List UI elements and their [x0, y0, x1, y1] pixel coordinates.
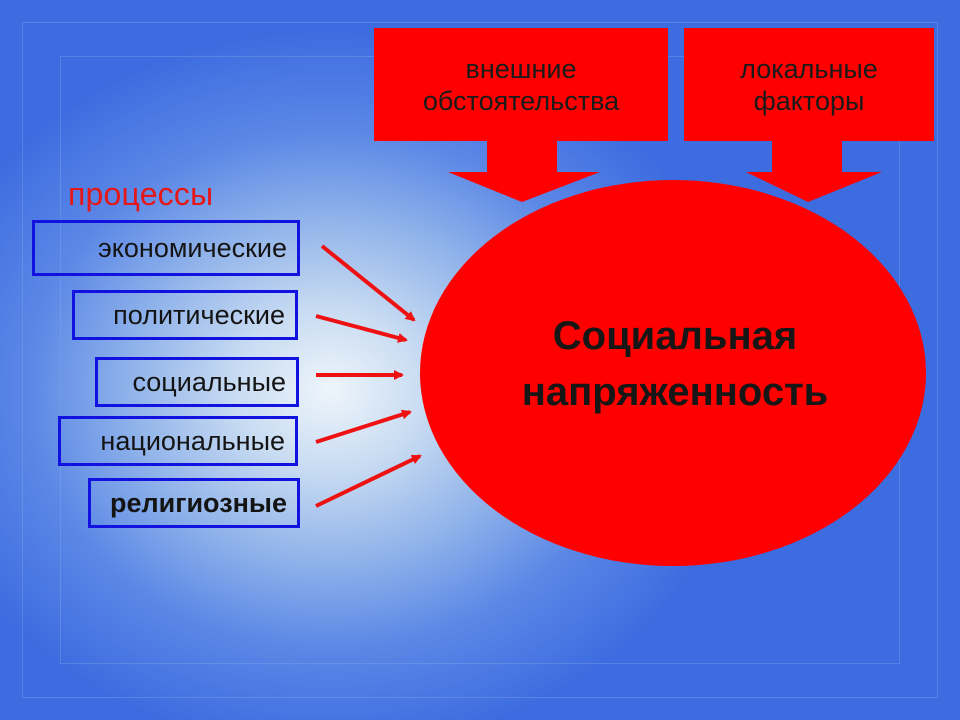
process-label-economic: экономические: [98, 232, 287, 263]
arrow-national: [315, 409, 412, 444]
central-ellipse: [420, 180, 926, 566]
process-box-economic: экономические: [32, 220, 300, 276]
external-circumstances-line1: внешние: [465, 53, 577, 84]
process-label-social: социальные: [132, 366, 286, 397]
local-factors-box: локальные факторы: [684, 28, 934, 141]
local-factors-line1: локальные: [740, 53, 878, 84]
external-circumstances-line2: обстоятельства: [422, 85, 620, 116]
processes-heading: процессы: [68, 176, 214, 212]
process-box-political: политические: [72, 290, 298, 340]
process-label-national: национальные: [100, 425, 285, 456]
external-circumstances-box: внешние обстоятельства: [374, 28, 668, 141]
local-factors-line2: факторы: [753, 85, 865, 116]
arrow-political: [315, 314, 408, 343]
social-tension-label: Социальная напряженность: [455, 308, 895, 420]
process-box-social: социальные: [95, 357, 299, 407]
arrow-economic: [320, 244, 416, 322]
arrow-religious: [315, 454, 422, 508]
process-box-national: национальные: [58, 416, 298, 466]
process-label-religious: религиозные: [109, 487, 287, 518]
process-box-religious: религиозные: [88, 478, 300, 528]
down-arrow-external: [448, 140, 600, 202]
down-arrow-local: [746, 140, 882, 202]
social-tension-line1: Социальная: [552, 314, 798, 358]
process-label-political: политические: [113, 299, 285, 330]
social-tension-line2: напряженность: [521, 370, 829, 414]
